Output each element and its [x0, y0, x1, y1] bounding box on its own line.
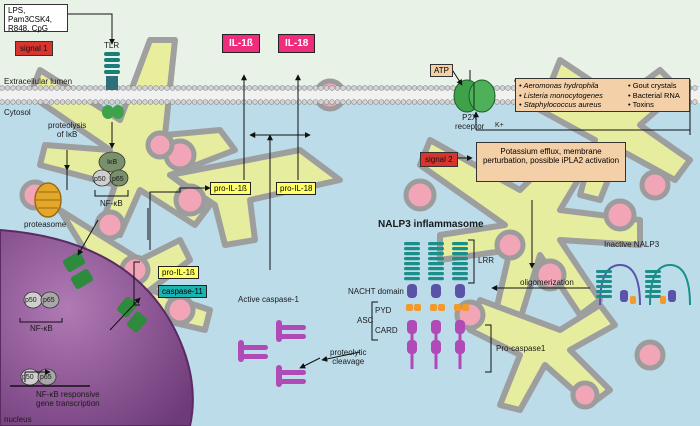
nacht-label: NACHT domain — [348, 287, 404, 296]
nucleus-label: nucleus — [4, 415, 32, 424]
stimuli-box: • Aeromonas hydrophila • Listeria monocy… — [515, 78, 690, 112]
tlr-label: TLR — [104, 41, 120, 50]
signal2-box: Potassium efflux, membrane perturbation,… — [476, 142, 626, 182]
caspase11-box: caspase-11 — [158, 285, 207, 298]
proteolytic-label: proteolytic cleavage — [330, 348, 367, 366]
nfkb-complex — [92, 151, 129, 187]
card-label: CARD — [375, 326, 398, 335]
p65-gene-label: p65 — [40, 374, 52, 381]
inactive-nalp3-label: Inactive NALP3 — [604, 240, 660, 249]
danger-item: • Toxins — [628, 100, 654, 109]
nfkb-label: NF-κB — [100, 199, 123, 208]
proteasome-shape — [34, 182, 62, 218]
asc-label: ASC — [357, 316, 374, 325]
pro-il1b-mid-box: pro-IL-1ß — [158, 266, 199, 279]
proteolysis-label: proteolysis of IκB — [48, 121, 87, 139]
p50-label: p50 — [94, 176, 106, 183]
il1b-box: IL-1ß — [222, 34, 260, 53]
signal2-tag: signal 2 — [420, 152, 458, 167]
p2x-receptor — [453, 79, 496, 113]
lrr-label: LRR — [478, 256, 495, 265]
atp-box: ATP — [430, 64, 453, 77]
pathogen-item: • Aeromonas hydrophila — [519, 81, 599, 90]
pro-il18-box: pro-IL-18 — [276, 182, 317, 195]
nalp3-inflammasome — [404, 242, 469, 369]
active-caspase-label: Active caspase-1 — [238, 295, 299, 304]
nuclear-pores — [62, 252, 147, 333]
pathogen-list: • Aeromonas hydrophila • Listeria monocy… — [519, 81, 603, 110]
il18-box: IL-18 — [278, 34, 316, 53]
pro-il1b-top-box: pro-IL-1ß — [210, 182, 251, 195]
ligands-box: LPS, Pam3CSK4, R848, CpG — [4, 4, 68, 33]
cytosol-label: Cytosol — [4, 108, 31, 117]
danger-item: • Bacterial RNA — [628, 90, 680, 100]
danger-list: • Gout crystals • Bacterial RNA • Toxins — [628, 81, 680, 110]
pyd-label: PYD — [375, 306, 392, 315]
p50-nuclear-label: p50 — [25, 297, 37, 304]
active-caspase-fragments — [238, 320, 306, 387]
kplus-label: K+ — [495, 122, 504, 129]
pathogen-item: • Staphylococcus aureus — [519, 100, 602, 109]
p2x-label: P2X receptor — [455, 113, 485, 131]
signal1-tag: signal 1 — [15, 41, 53, 56]
extracellular-label: Extracellular lumen — [4, 77, 73, 86]
pathogen-item: • Listeria monocytogenes — [519, 90, 603, 100]
danger-item: • Gout crystals — [628, 81, 677, 90]
oligomerization-label: oligomerization — [520, 278, 574, 287]
tlr-receptor — [102, 52, 124, 119]
ikb-label: IκB — [107, 159, 118, 166]
gene-transcription-label: NF-κB responsive gene transcription — [36, 390, 100, 408]
p65-label: p65 — [112, 176, 124, 183]
p50-gene-label: p50 — [22, 374, 34, 381]
inactive-nalp3-shape — [596, 263, 691, 306]
nfkb-nuclear-label: NF-κB — [30, 324, 53, 333]
procaspase-label: Pro-caspase1 — [496, 344, 546, 353]
proteasome-label: proteasome — [24, 220, 67, 229]
p65-nuclear-label: p65 — [43, 297, 55, 304]
nalp3-title: NALP3 inflammasome — [378, 219, 484, 230]
